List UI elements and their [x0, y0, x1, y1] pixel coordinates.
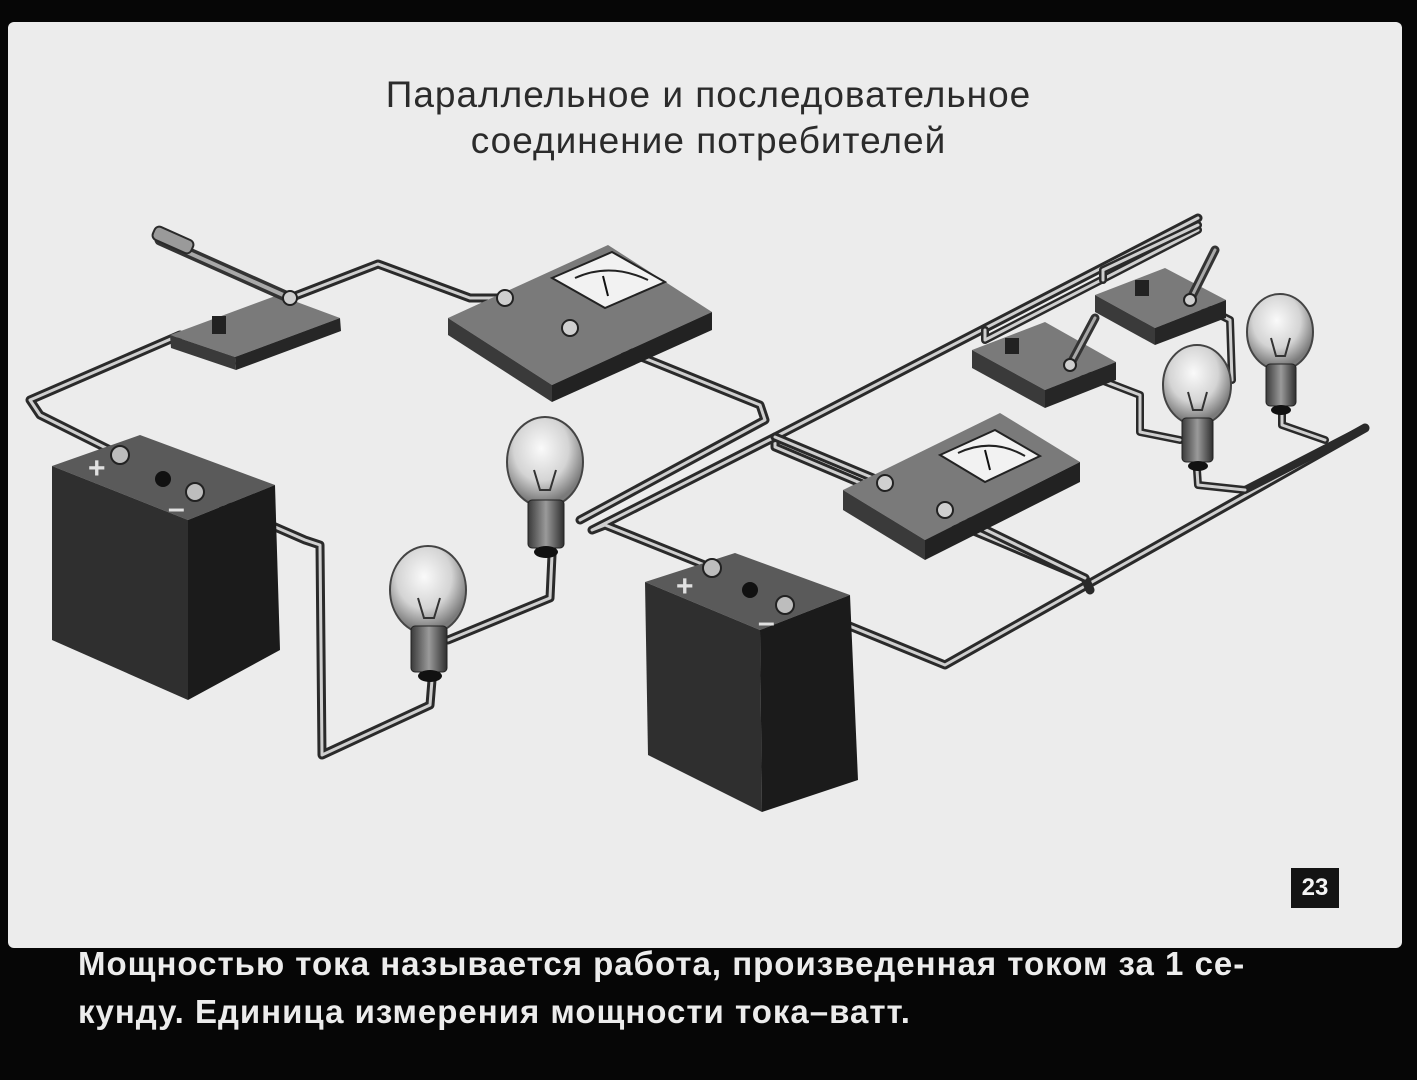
title-line-1: Параллельное и последовательное	[385, 74, 1032, 115]
bulb-series-upper	[506, 416, 584, 558]
title-line-2: соединение потребителей	[470, 120, 947, 161]
battery-left-cap	[155, 471, 171, 487]
battery-left-negative-terminal	[185, 482, 205, 502]
bulb-series-lower	[389, 545, 467, 682]
battery-right: + –	[645, 553, 858, 812]
battery-right-cap	[742, 582, 758, 598]
knife-switch-right-lower	[972, 313, 1116, 408]
knife-switch-right-upper	[1095, 245, 1226, 345]
bulb-series-upper-filament	[533, 469, 557, 491]
ammeter-right-needle	[984, 449, 991, 471]
ammeter-right	[843, 413, 1080, 560]
battery-right-minus-sign: –	[758, 606, 775, 639]
caption-line-2: кунду. Единица измерения мощности тока–в…	[78, 993, 911, 1030]
bulb-parallel-upper-filament	[1270, 337, 1291, 357]
battery-left-positive-terminal	[110, 445, 130, 465]
ammeter-left-dial	[549, 250, 668, 310]
knife-switch-left	[151, 225, 341, 370]
battery-right-plus-sign: +	[676, 570, 694, 603]
series-circuit: + –	[25, 225, 770, 760]
page-title: Параллельное и последовательное соединен…	[0, 72, 1417, 164]
caption-text: Мощностью тока называется работа, произв…	[78, 940, 1368, 1036]
bulb-parallel-lower-filament	[1187, 391, 1208, 411]
bulb-parallel-upper	[1246, 293, 1314, 415]
ammeter-left-needle	[602, 275, 609, 297]
bulb-parallel-lower	[1162, 344, 1232, 471]
battery-left-minus-sign: –	[168, 492, 185, 525]
battery-right-positive-terminal	[702, 558, 722, 578]
caption-line-1: Мощностью тока называется работа, произв…	[78, 945, 1246, 982]
battery-left: + –	[52, 435, 280, 700]
bulb-series-lower-filament	[417, 597, 441, 619]
battery-right-negative-terminal	[775, 595, 795, 615]
ammeter-right-dial	[937, 428, 1043, 484]
page-number-badge: 23	[1291, 868, 1339, 908]
parallel-circuit: + –	[587, 213, 1370, 812]
series-wires	[25, 259, 770, 760]
ammeter-left	[448, 245, 712, 402]
knife-switch-left-handle	[151, 225, 195, 255]
battery-left-plus-sign: +	[88, 452, 106, 485]
